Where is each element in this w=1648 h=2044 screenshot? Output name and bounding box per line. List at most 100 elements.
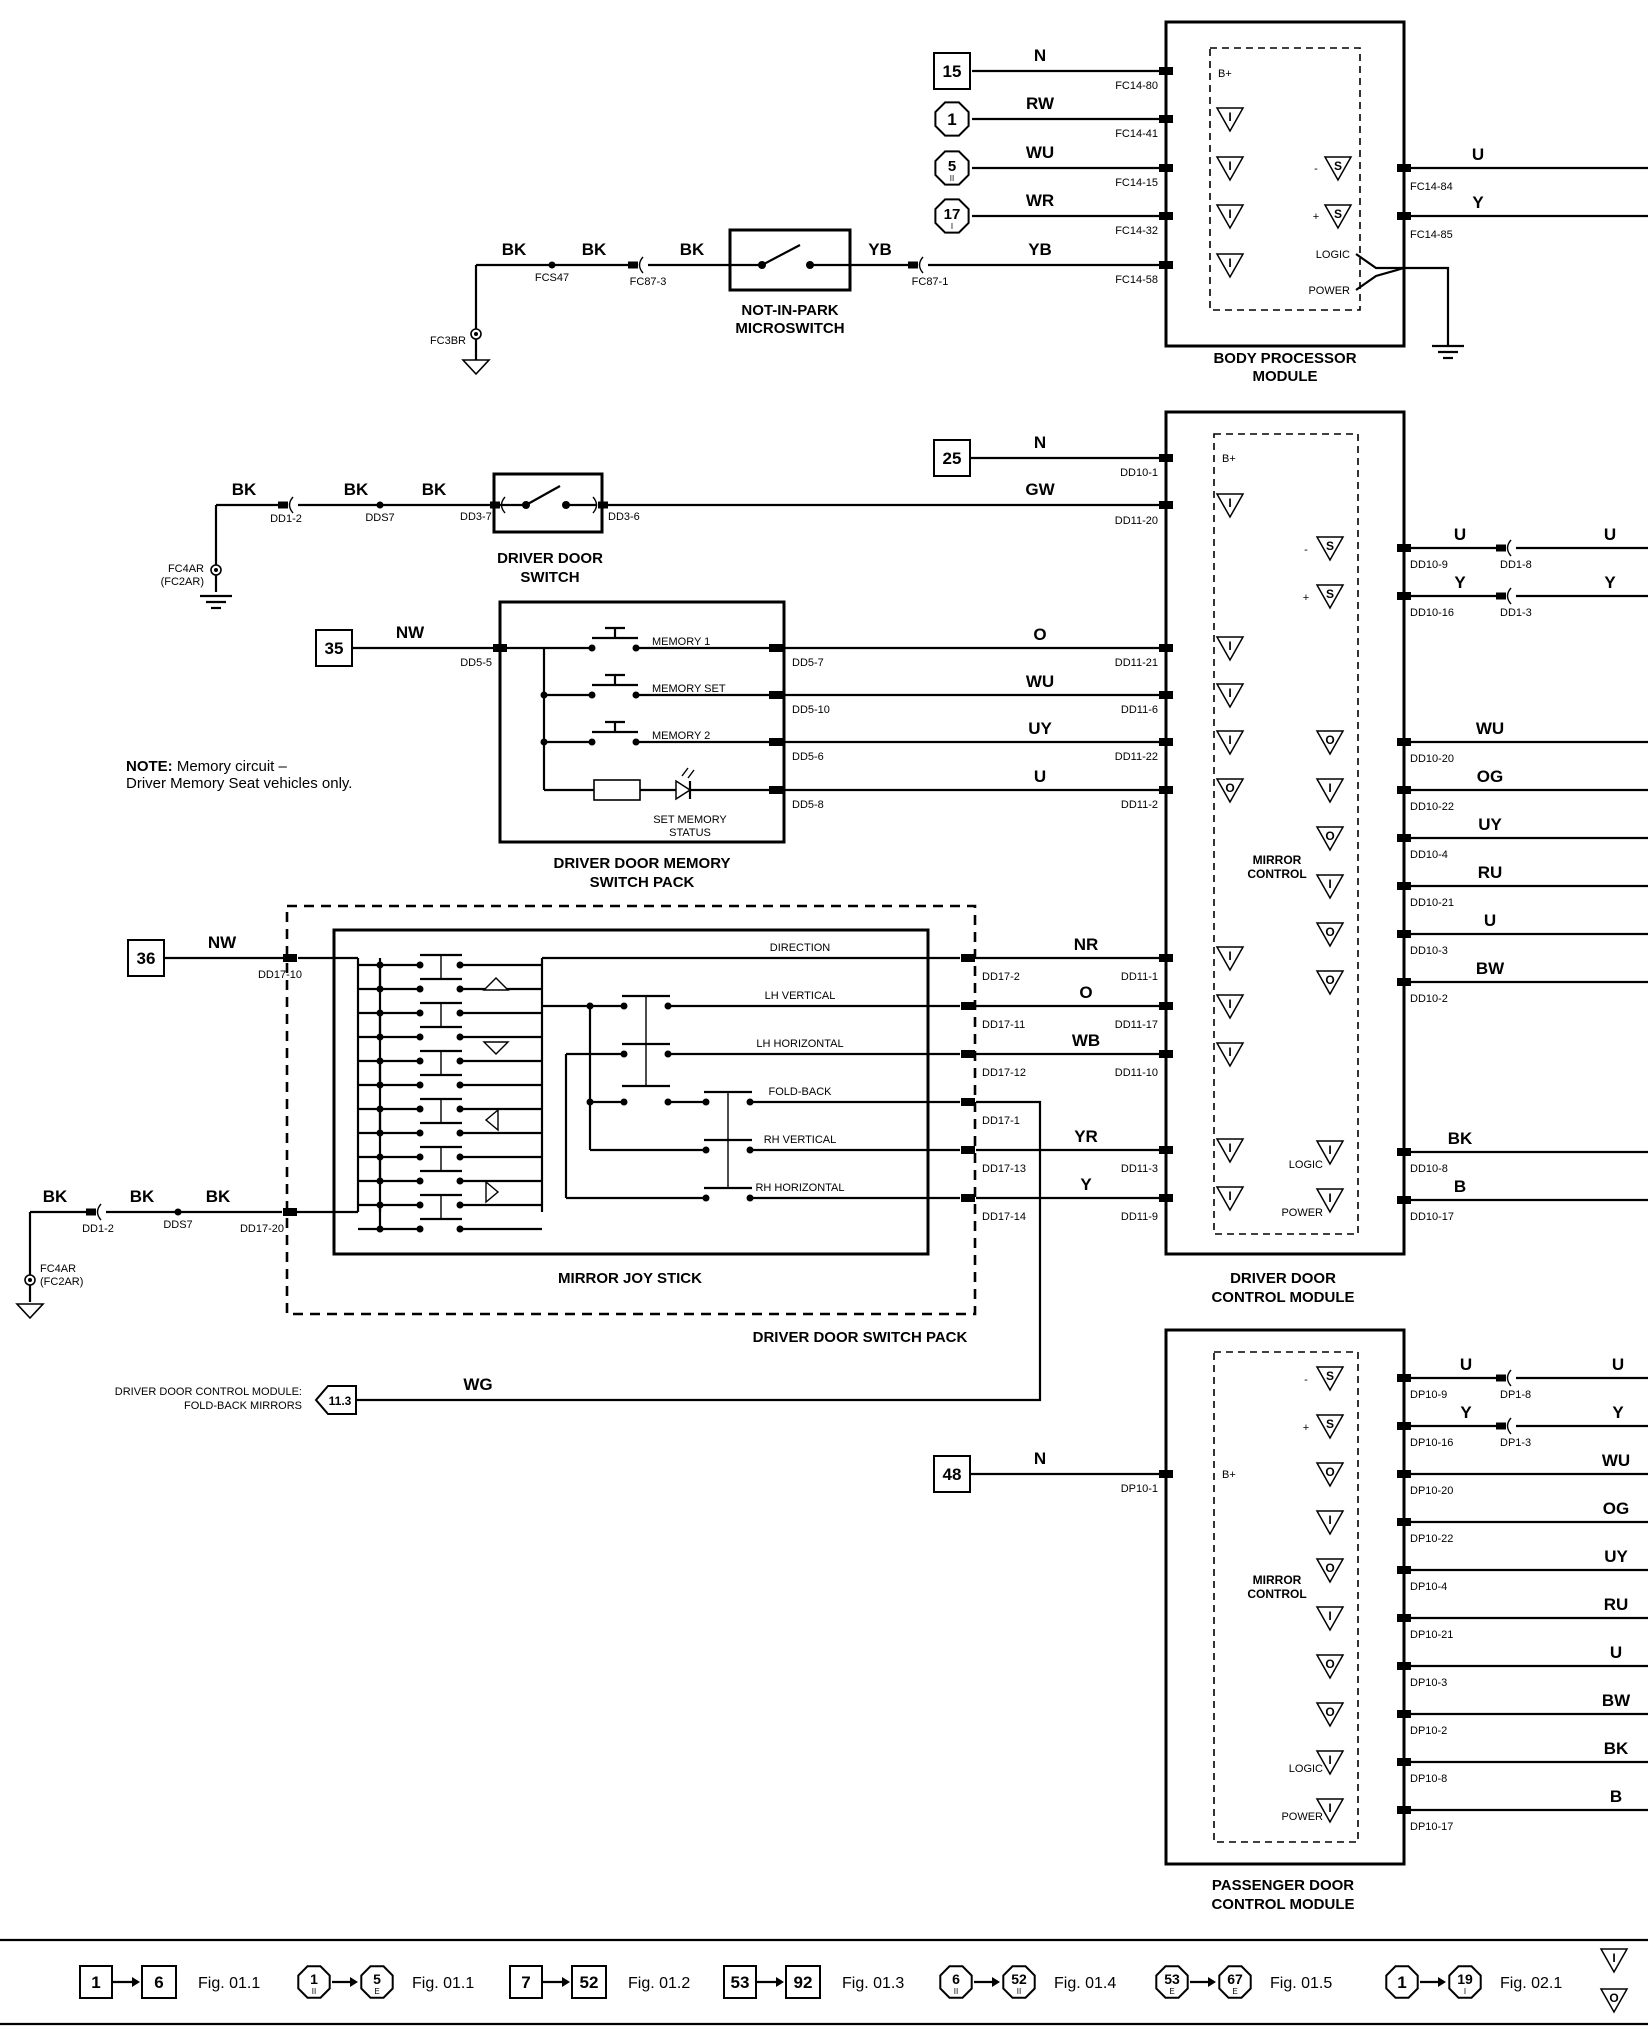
svg-text:36: 36 [137, 949, 156, 968]
ddcm-mirror-symbol: O [1315, 970, 1345, 996]
memory-input-symbol: I [1215, 683, 1245, 709]
legend-fig: Fig. 01.5 [1270, 1975, 1332, 1992]
svg-text:I: I [1228, 733, 1231, 747]
memory-input-symbol: I [1215, 730, 1245, 756]
svg-text:O: O [1325, 1561, 1334, 1575]
dd11-20-label: DD11-20 [1115, 515, 1158, 527]
ddcm-bus-wire2: Y [1604, 573, 1616, 592]
legend-b-sub: E [1232, 1987, 1237, 1996]
ddcm-supply-wire-label: B [1454, 1177, 1466, 1196]
door-switch-label-2: SWITCH [520, 569, 579, 586]
dd5-8-label: DD5-8 [792, 799, 824, 811]
bpm-connector-label: FC14-15 [1115, 177, 1158, 189]
svg-text:I: I [1328, 877, 1331, 891]
dd17-10-label: DD17-10 [258, 969, 302, 981]
ddcm-mirror-label-1: MIRROR [1253, 853, 1302, 867]
dd1-2-label: DD1-2 [270, 513, 302, 525]
ddcm-bplus: B+ [1222, 453, 1236, 465]
door-input-symbol: I [1215, 493, 1245, 519]
ddcm-bus-symbol: S [1315, 536, 1345, 562]
ddcm-bplus-conn: DD10-1 [1120, 467, 1158, 479]
fcs47-label: FCS47 [535, 272, 569, 284]
ddcm-mirror-conn: DD10-20 [1410, 753, 1454, 765]
ddcm-logic: LOGIC [1289, 1159, 1323, 1171]
ddcm-mirror-wire-label: UY [1478, 815, 1502, 834]
bpm-ref-box: 15 [933, 52, 971, 90]
svg-text:O: O [1325, 925, 1334, 939]
pdcm-bus-wire2: Y [1612, 1403, 1624, 1422]
joystick-line-label: LH VERTICAL [765, 990, 836, 1002]
svg-text:I: I [1228, 1045, 1231, 1059]
legend-a: 53 [1164, 1971, 1180, 1987]
pdcm-mirror-symbol: O [1315, 1558, 1345, 1584]
bpm-out-conn-label: FC14-85 [1410, 229, 1453, 241]
pdcm-bplus-label: N [1034, 1449, 1046, 1468]
legend-fig: Fig. 02.1 [1500, 1975, 1562, 1992]
legend-a-sub: II [954, 1987, 958, 1996]
bpm-ground [461, 359, 491, 376]
dd1-bus-connector [1496, 587, 1512, 605]
foldback-destination: DRIVER DOOR CONTROL MODULE: FOLD-BACK MI… [115, 1385, 357, 1415]
pdcm-mirror-wire-label: UY [1604, 1547, 1628, 1566]
svg-text:I: I [1328, 1801, 1331, 1815]
pdcm-mirror-conn: DP10-2 [1410, 1725, 1447, 1737]
legend-oct-b [360, 1965, 394, 1999]
mid-node [586, 1002, 594, 1010]
fc4ar-js-label: FC4AR [40, 1263, 76, 1275]
legend-a: 53 [731, 1973, 750, 1992]
set-memory-status-1: SET MEMORY [653, 814, 727, 826]
memory-note: NOTE: Memory circuit – Driver Memory Sea… [126, 758, 352, 792]
connector-socket [592, 496, 598, 514]
connector-plug [1496, 544, 1506, 552]
memory-switch-pack: DRIVER DOOR MEMORY SWITCH PACK SET MEMOR… [498, 600, 786, 891]
driver-door-switch-pack: MIRROR JOY STICK DRIVER DOOR SWITCH PACK [285, 904, 977, 1346]
dd17-10-pin [283, 954, 297, 962]
connector-socket [96, 1203, 102, 1221]
svg-text:I: I [1328, 1513, 1331, 1527]
legend-arrowhead [132, 1977, 140, 1987]
bk-label: BK [344, 480, 369, 499]
joystick-wire-label: O [1079, 983, 1092, 1002]
ddcm-memory-conn: DD11-21 [1115, 657, 1158, 669]
bpm-connector-label: FC14-32 [1115, 225, 1158, 237]
connector-plug [908, 261, 918, 269]
bk-label: BK [130, 1187, 155, 1206]
joystick-pin-label: DD17-14 [982, 1211, 1026, 1223]
note-bold: NOTE: [126, 758, 173, 775]
svg-text:II: II [950, 174, 954, 183]
ddcm-mirror-symbol: I [1315, 874, 1345, 900]
memory-pin [769, 738, 783, 746]
ddcm-joystick-conn: DD11-3 [1121, 1163, 1158, 1175]
svg-text:O: O [1325, 1657, 1334, 1671]
bpm-logic-wire [1355, 253, 1404, 270]
svg-text:15: 15 [943, 62, 962, 81]
bus-sign: - [1304, 1374, 1308, 1386]
status-output-symbol: O [1215, 778, 1245, 804]
ddcm-supply-conn: DD10-17 [1410, 1211, 1454, 1223]
bpm-input-symbol: I [1215, 204, 1245, 230]
fc87-3-connector [628, 256, 644, 274]
fc4ar-label: FC4AR [168, 563, 204, 575]
ddcm-memory-conn: DD11-22 [1115, 751, 1158, 763]
ddcm-title-2: CONTROL MODULE [1211, 1289, 1354, 1306]
pdcm-bus-conn2: DP1-8 [1500, 1389, 1531, 1401]
ddcm-joystick-conn: DD11-9 [1121, 1211, 1158, 1223]
legend-oct-a [297, 1965, 331, 1999]
legend-fig: Fig. 01.1 [198, 1975, 260, 1992]
connector-plug [1496, 1422, 1506, 1430]
joystick-wire-label: Y [1080, 1175, 1092, 1194]
ddcm-mirror-symbol: I [1315, 778, 1345, 804]
memory-pin [769, 691, 783, 699]
ddcm-mirror-wire-label: BW [1476, 959, 1505, 978]
joystick-pin-label: DD17-11 [982, 1019, 1025, 1031]
bpm-bus-symbol: S [1323, 156, 1353, 182]
joystick-pin [961, 1002, 975, 1010]
legend-box-b [571, 1965, 607, 1999]
ddcm-ref-box: 25 [933, 439, 971, 477]
pdcm-logic: LOGIC [1289, 1763, 1323, 1775]
svg-text:5: 5 [948, 158, 956, 175]
pdcm-mirror-label-1: MIRROR [1253, 1573, 1302, 1587]
memory-splice [540, 691, 548, 699]
fc87-3-label: FC87-3 [630, 276, 667, 288]
